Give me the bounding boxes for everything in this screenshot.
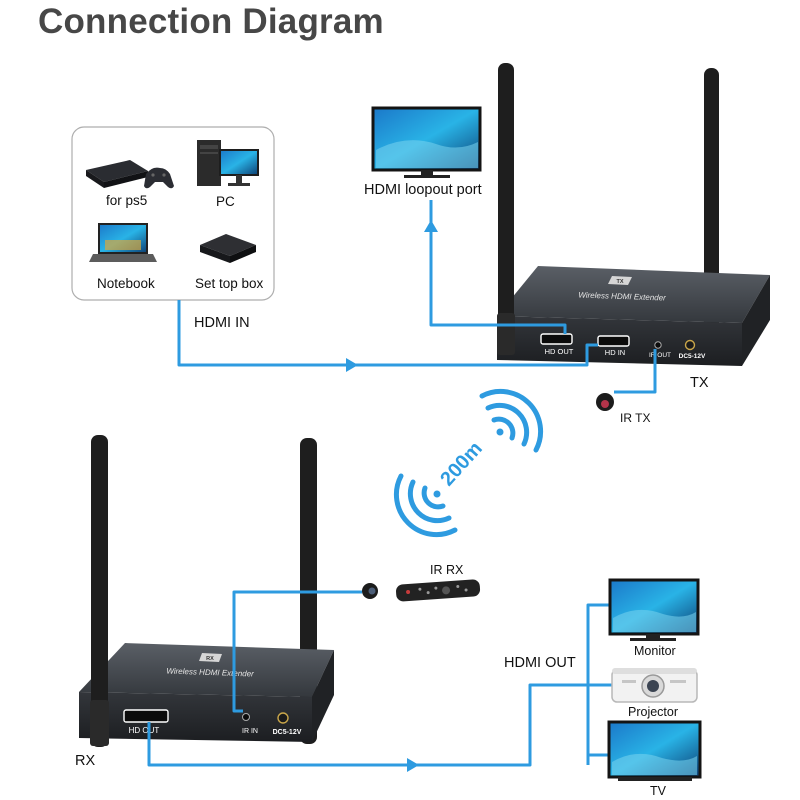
cable-arrows [346, 220, 438, 772]
ir-rx-cable [232, 590, 362, 713]
source-label-pc: PC [216, 194, 235, 209]
cables [147, 200, 657, 767]
page-title: Connection Diagram [38, 2, 384, 41]
hdmi-out-branch [586, 603, 610, 765]
tx-dc-label: DC5-12V [679, 353, 706, 360]
tx-label: TX [690, 375, 709, 391]
ir-tx-cable [614, 349, 657, 394]
rx-badge: RX [206, 656, 214, 662]
rx-device: RX Wireless HDMI Extender HD OUT IR IN D… [79, 435, 334, 747]
projector-icon [611, 668, 698, 703]
tx-ir-out-label: IR OUT [649, 352, 671, 359]
ir-rx-sensor-icon [362, 583, 378, 599]
tx-hd-in-label: HD IN [605, 348, 625, 357]
arrow-right-icon [346, 358, 358, 372]
source-label-notebook: Notebook [97, 276, 155, 291]
tx-ir-out-port[interactable] [654, 341, 662, 349]
ir-rx-label: IR RX [430, 563, 464, 577]
notebook-icon [89, 223, 157, 262]
tx-top-label: Wireless HDMI Extender [578, 290, 666, 302]
ir-tx-sensor-icon [596, 393, 614, 411]
tx-hd-out-label: HD OUT [545, 347, 574, 356]
arrow-right-icon [407, 758, 419, 772]
arrow-up-icon [424, 220, 438, 232]
tv-icon [607, 720, 702, 781]
output-label-tv: TV [650, 784, 666, 798]
ir-tx-label: IR TX [620, 411, 651, 425]
rx-label: RX [75, 753, 96, 769]
source-label-ps5: for ps5 [106, 193, 148, 208]
distance-label: 200m [436, 438, 487, 491]
hdmi-out-cable [147, 683, 613, 767]
wifi-signal-icon-top [479, 388, 544, 453]
tx-badge: TX [616, 279, 623, 285]
ps5-icon [86, 160, 174, 189]
set-top-box-icon [200, 234, 256, 263]
remote-control-icon [396, 579, 481, 602]
wifi-signal-icon-bottom [393, 473, 458, 538]
tx-hd-in-port[interactable] [597, 335, 630, 347]
output-label-monitor: Monitor [634, 644, 676, 658]
rx-hd-out-label: HD OUT [129, 726, 160, 735]
hdmi-out-label: HDMI OUT [504, 655, 576, 671]
hdmi-in-label: HDMI IN [194, 315, 250, 331]
source-label-set-top-box: Set top box [195, 276, 264, 291]
tx-antenna-left [498, 63, 514, 353]
rx-top-label: Wireless HDMI Extender [166, 666, 254, 678]
rx-dc-port[interactable] [277, 712, 289, 724]
loopout-monitor-icon [371, 106, 482, 178]
tx-dc-port[interactable] [684, 339, 696, 351]
output-label-projector: Projector [628, 705, 679, 719]
output-monitor-icon [608, 578, 700, 641]
rx-hd-out-port[interactable] [123, 709, 169, 723]
rx-dc-label: DC5-12V [273, 729, 302, 736]
hdmi-in-cable [177, 300, 598, 367]
tx-device: TX Wireless HDMI Extender HD OUT HD IN I… [497, 63, 770, 366]
rx-ir-in-label: IR IN [242, 728, 258, 735]
hdmi-loopout-label: HDMI loopout port [364, 182, 482, 198]
rx-antenna-left [91, 435, 108, 747]
hdmi-loopout-cable [429, 200, 567, 334]
tx-hd-out-port[interactable] [540, 333, 573, 345]
pc-icon [197, 140, 259, 186]
rx-ir-in-port[interactable] [242, 713, 250, 721]
